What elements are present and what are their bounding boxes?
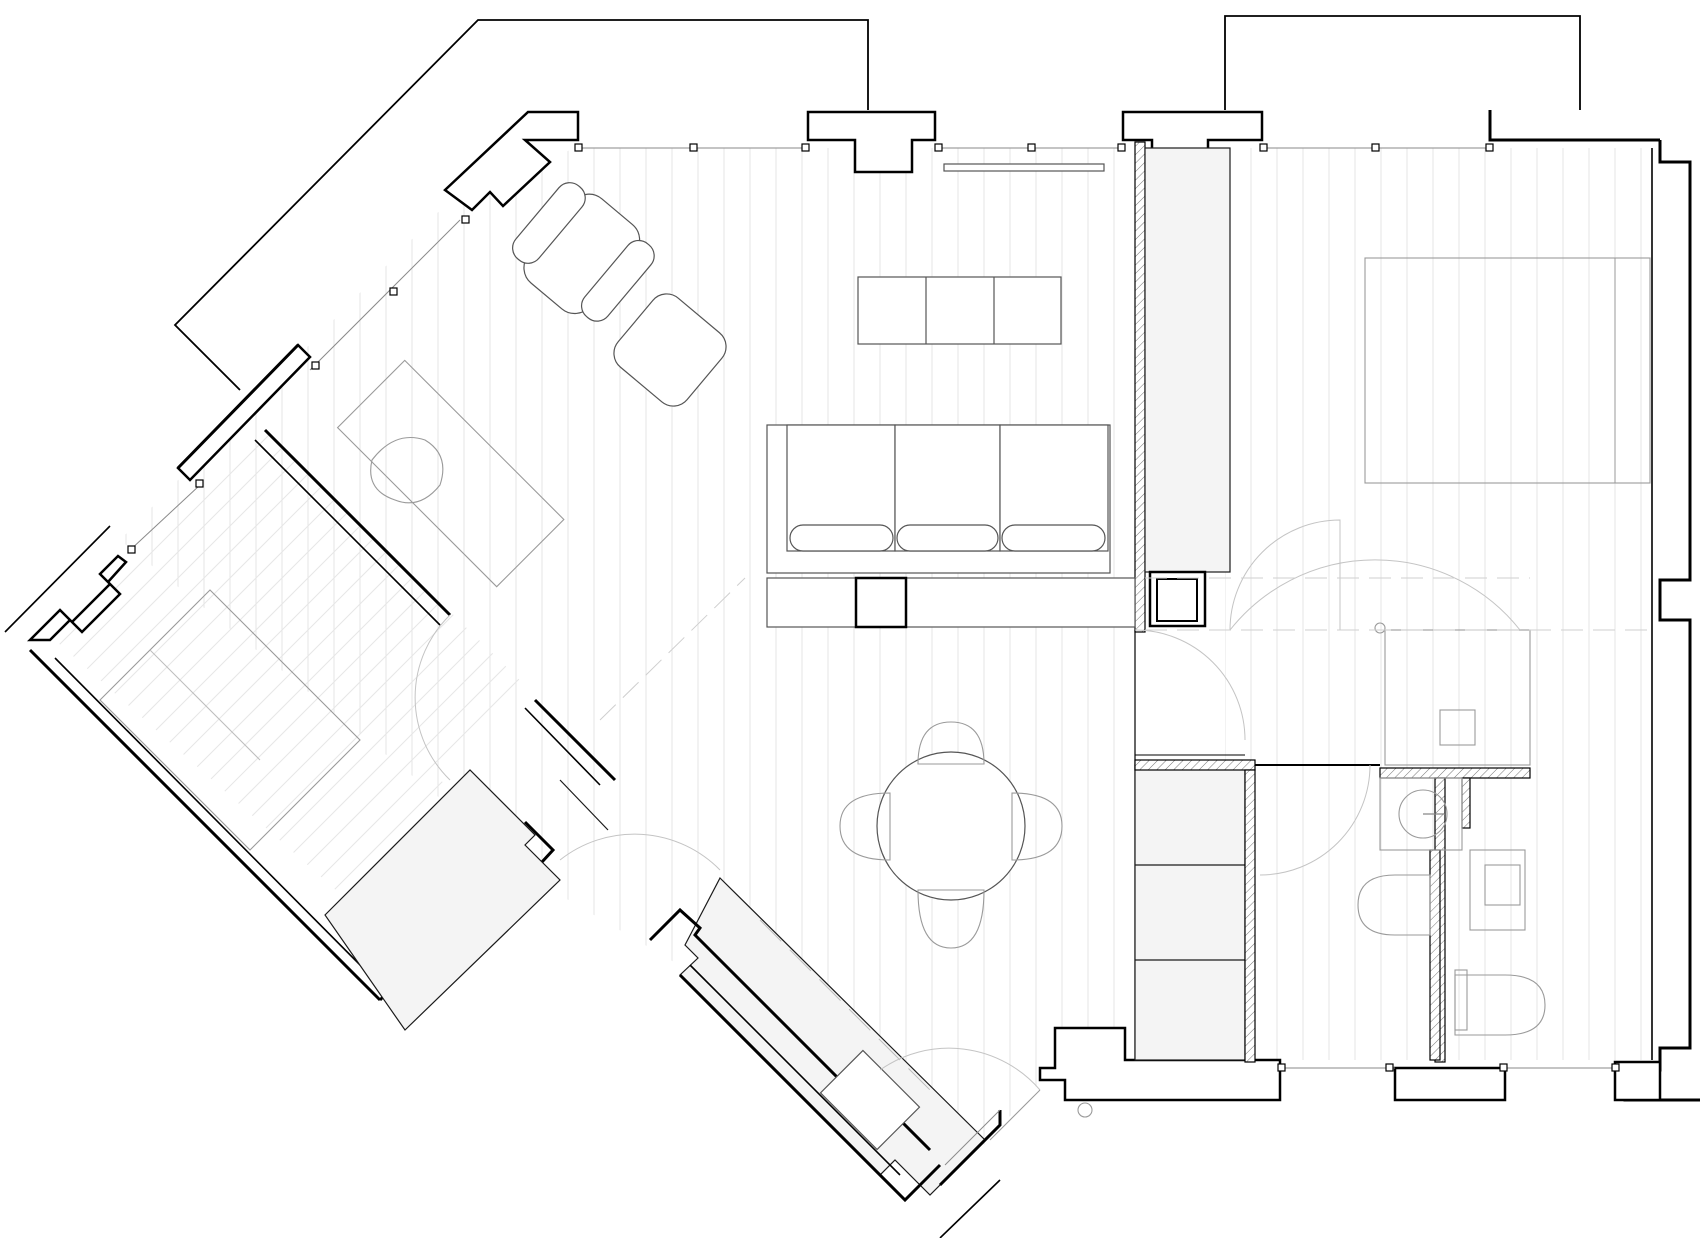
armchair-arm-right bbox=[580, 239, 655, 322]
floor-board-line bbox=[55, 430, 305, 925]
door-stop bbox=[1077, 1102, 1093, 1118]
balcony-outline-left bbox=[173, 19, 869, 391]
wall-left-stub bbox=[4, 525, 111, 633]
dashed-line-diagonal bbox=[599, 577, 746, 721]
wall-bedroom-partition-2b bbox=[524, 707, 601, 786]
dining-table-group bbox=[839, 721, 1063, 949]
wall-hall-side bbox=[1244, 769, 1256, 1063]
wall-bottom-right bbox=[1613, 1060, 1662, 1102]
wall-bottom-angled-end bbox=[938, 1110, 1002, 1187]
floor-board-line bbox=[55, 430, 331, 925]
sink-bowl bbox=[1398, 789, 1448, 839]
chair-bottom bbox=[917, 889, 985, 949]
console-bench bbox=[766, 577, 1136, 628]
ottoman bbox=[613, 293, 727, 407]
wall-right-outer bbox=[1623, 140, 1700, 1102]
wall-bath-inner-2 bbox=[1429, 849, 1441, 1061]
bed-bedroom-2-pillow bbox=[149, 649, 261, 761]
wardrobe-central bbox=[1144, 147, 1231, 573]
vanity bbox=[1469, 849, 1526, 931]
desk-chair bbox=[370, 436, 444, 504]
partition-wall-central bbox=[1134, 141, 1146, 633]
wall-left-outer-1 bbox=[176, 343, 300, 470]
desk bbox=[336, 359, 565, 588]
door-swing-bedroom bbox=[1229, 519, 1341, 631]
chair-left bbox=[839, 792, 891, 861]
dining-table bbox=[876, 751, 1026, 901]
toilet-1 bbox=[1357, 874, 1431, 936]
sink-cabinet bbox=[1379, 777, 1463, 851]
window-bottom-angled bbox=[944, 1109, 1001, 1166]
wall-left-inner-long bbox=[54, 657, 381, 986]
wall-bedroom-partition-inner bbox=[254, 439, 441, 626]
sofa-cushion-3 bbox=[1001, 524, 1106, 552]
window-left-lower bbox=[127, 484, 201, 553]
door-swing-arc-large bbox=[1229, 559, 1521, 631]
bed-bedroom-2 bbox=[99, 589, 361, 851]
tv-bar bbox=[943, 163, 1105, 172]
sofa bbox=[766, 424, 1111, 574]
wall-top-living-left bbox=[806, 110, 937, 174]
chair-right bbox=[1011, 792, 1063, 861]
door-swing-bath bbox=[1259, 764, 1371, 876]
wall-left-jog bbox=[26, 554, 128, 642]
sofa-cushion-1 bbox=[789, 524, 894, 552]
wall-kitchen-back-inner bbox=[689, 964, 901, 1176]
wall-bottom-center bbox=[1038, 1026, 1282, 1102]
window-posts bbox=[127, 143, 1620, 1072]
wall-bedroom-partition-2 bbox=[533, 698, 617, 782]
wardrobe-hall bbox=[1134, 764, 1246, 1061]
floor-board-line bbox=[55, 430, 279, 925]
column-living bbox=[854, 576, 908, 629]
wall-bath-top bbox=[1379, 767, 1531, 779]
door-swing-bedroom-2 bbox=[1134, 629, 1246, 741]
chair-top bbox=[917, 721, 985, 765]
wall-bedroom-partition bbox=[263, 428, 452, 617]
armchair-group bbox=[512, 182, 727, 407]
cistern bbox=[1454, 969, 1468, 1031]
wall-left-outer-long bbox=[28, 648, 382, 1002]
balcony-outline-right bbox=[1224, 15, 1581, 110]
wall-bottom-stub bbox=[939, 1179, 1001, 1238]
shower-drain bbox=[1439, 709, 1476, 746]
wall-top-right bbox=[1488, 110, 1660, 142]
door-leaf-kitchen bbox=[989, 1089, 1041, 1141]
wall-hall-top bbox=[1134, 759, 1256, 771]
armchair-arm-left bbox=[512, 182, 586, 264]
media-unit bbox=[857, 276, 1062, 345]
kitchen-hob bbox=[819, 1049, 921, 1151]
wall-bottom-bath bbox=[1393, 1066, 1507, 1102]
media-unit-body bbox=[857, 276, 1062, 345]
column-central-inner bbox=[1156, 578, 1198, 622]
kitchen-counter bbox=[679, 877, 986, 1196]
wall-kitchen-back bbox=[678, 973, 942, 1203]
wall-bath-inner bbox=[1461, 777, 1471, 829]
toilet-2 bbox=[1454, 974, 1546, 1036]
window-left-upper bbox=[309, 219, 461, 371]
wardrobe-divider bbox=[559, 779, 609, 831]
sofa-cushion-2 bbox=[896, 524, 999, 552]
door-swing-hall bbox=[559, 833, 721, 871]
floor-board-line bbox=[55, 430, 227, 925]
bed-main bbox=[1364, 257, 1651, 484]
door-stop-2 bbox=[1374, 622, 1386, 634]
door-swing-kitchen bbox=[879, 1047, 1041, 1091]
door-swing-bed2 bbox=[414, 614, 451, 781]
shower-tray bbox=[1384, 629, 1531, 766]
wardrobe-bedroom-2 bbox=[324, 769, 561, 1031]
vanity-sink bbox=[1484, 864, 1521, 906]
wall-top-left-corner bbox=[443, 110, 580, 212]
